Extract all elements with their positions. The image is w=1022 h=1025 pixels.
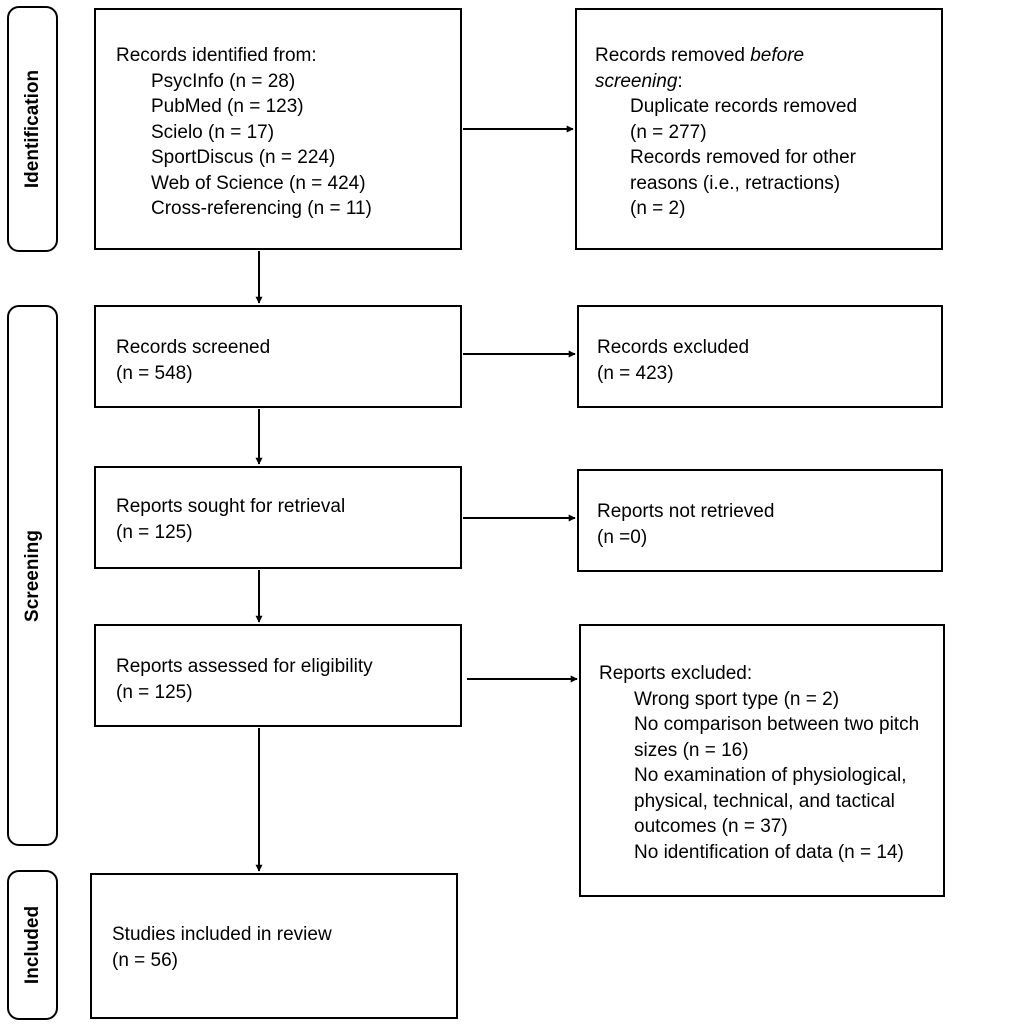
records-screened-label: Records screened [116, 337, 271, 358]
records-excluded-label: Records excluded [597, 337, 750, 358]
records-screened-count: (n = 548) [116, 362, 193, 384]
records-identified-heading: Records identified from: [116, 45, 317, 66]
studies-included-label: Studies included in review [112, 924, 332, 945]
phase-included: Included [7, 870, 58, 1020]
reports-not-retrieved-label: Reports not retrieved [597, 501, 775, 522]
records-excluded-box: Records excluded (n = 423) [577, 305, 943, 408]
records-removed-box: Records removed before screening: Duplic… [575, 8, 943, 250]
reports-not-retrieved-text: Reports not retrieved (n =0) [597, 499, 774, 550]
exclusion-line: sizes (n = 16) [634, 739, 749, 761]
source-item: PsycInfo (n = 28) [151, 70, 296, 92]
phase-identification: Identification [7, 6, 58, 252]
removed-line: Records removed for other [630, 147, 856, 168]
records-removed-heading: Records removed before [595, 45, 805, 66]
reports-sought-box: Reports sought for retrieval (n = 125) [94, 466, 462, 569]
records-excluded-text: Records excluded (n = 423) [597, 335, 749, 386]
reports-not-retrieved-count: (n =0) [597, 526, 648, 548]
reports-sought-count: (n = 125) [116, 521, 193, 543]
studies-included-count: (n = 56) [112, 949, 179, 971]
records-removed-text: Records removed before screening: Duplic… [595, 43, 857, 222]
source-item: Cross-referencing (n = 11) [151, 198, 372, 219]
reports-sought-label: Reports sought for retrieval [116, 496, 346, 517]
reports-sought-text: Reports sought for retrieval (n = 125) [116, 494, 345, 545]
reports-excluded-text: Reports excluded: Wrong sport type (n = … [599, 661, 919, 865]
records-screened-box: Records screened (n = 548) [94, 305, 462, 408]
source-item: Web of Science (n = 424) [151, 172, 366, 194]
exclusion-line: No examination of physiological, [634, 765, 907, 786]
removed-line: reasons (i.e., retractions) [630, 172, 841, 194]
records-excluded-count: (n = 423) [597, 362, 674, 384]
removed-line: (n = 277) [630, 121, 707, 143]
source-item: SportDiscus (n = 224) [151, 147, 336, 168]
phase-screening-label: Screening [21, 529, 43, 622]
studies-included-text: Studies included in review (n = 56) [112, 922, 332, 973]
records-identified-box: Records identified from: PsycInfo (n = 2… [94, 8, 462, 250]
exclusion-line: physical, technical, and tactical [634, 790, 895, 812]
reports-not-retrieved-box: Reports not retrieved (n =0) [577, 469, 943, 572]
removed-line: (n = 2) [630, 198, 686, 219]
reports-excluded-box: Reports excluded: Wrong sport type (n = … [579, 624, 945, 897]
records-identified-text: Records identified from: PsycInfo (n = 2… [116, 43, 372, 222]
reports-assessed-text: Reports assessed for eligibility (n = 12… [116, 654, 373, 705]
reports-assessed-label: Reports assessed for eligibility [116, 656, 373, 677]
phase-identification-label: Identification [21, 69, 43, 189]
exclusion-line: No identification of data (n = 14) [634, 841, 904, 863]
phase-screening: Screening [7, 305, 58, 846]
source-item: PubMed (n = 123) [151, 96, 304, 117]
reports-assessed-box: Reports assessed for eligibility (n = 12… [94, 624, 462, 727]
reports-assessed-count: (n = 125) [116, 681, 193, 703]
records-screened-text: Records screened (n = 548) [116, 335, 270, 386]
exclusion-line: outcomes (n = 37) [634, 816, 788, 837]
studies-included-box: Studies included in review (n = 56) [90, 873, 458, 1019]
exclusion-line: No comparison between two pitch [634, 714, 920, 735]
exclusion-line: Wrong sport type (n = 2) [634, 688, 840, 710]
reports-excluded-heading: Reports excluded: [599, 663, 753, 684]
removed-line: Duplicate records removed [630, 96, 858, 117]
phase-included-label: Included [21, 905, 43, 985]
source-item: Scielo (n = 17) [151, 121, 275, 143]
